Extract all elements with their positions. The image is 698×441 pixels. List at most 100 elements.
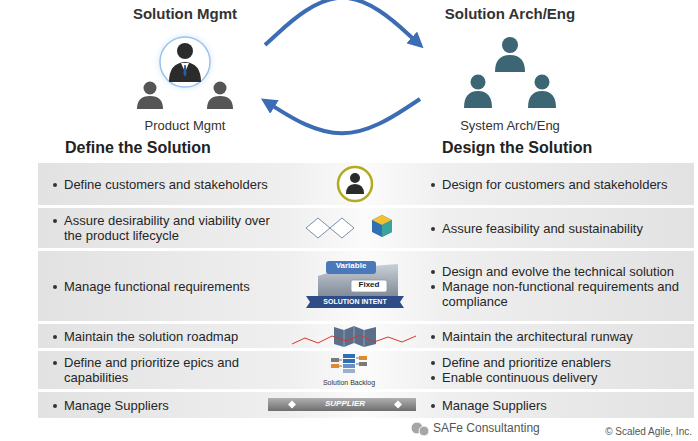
solution-intent-icon	[306, 261, 404, 308]
supplier-bar-part	[288, 401, 296, 409]
left-column: Define and prioritize epics and capabili…	[50, 351, 290, 389]
customer-icon-part	[338, 167, 372, 201]
architect-icon-part	[464, 91, 492, 108]
role-group: Solution Arch/EngSystem Arch/Eng	[423, 3, 597, 137]
role-title: Solution Arch/Eng	[445, 5, 575, 22]
watermark: SAFe Consultanting	[433, 422, 540, 435]
customer-icon	[338, 167, 372, 201]
icon-text: Fixed	[359, 281, 380, 290]
roadmap-icon-part	[344, 326, 364, 347]
right-column: Assure feasibility and sustainability	[428, 208, 690, 248]
design-thinking-icon-part	[382, 220, 392, 237]
column-heading: Design the Solution	[442, 139, 592, 157]
row-band-part	[38, 392, 694, 418]
bullet-text: Design and evolve the technical solution	[428, 264, 690, 279]
icon-text: Variable	[336, 262, 367, 271]
left-column: Manage Suppliers	[50, 392, 290, 418]
row-band-part	[38, 351, 694, 389]
bullet-text: Manage Suppliers	[50, 398, 290, 413]
left-column: Manage functional requirements	[50, 251, 290, 321]
left-column: Assure desirability and viability over t…	[50, 208, 290, 248]
row-band-part	[38, 251, 694, 321]
architect-icon-part	[535, 75, 550, 90]
icon-text: Solution Backlog	[323, 379, 375, 387]
solution-intent-icon-part	[351, 280, 387, 292]
activity-row: Assure desirability and viability over t…	[38, 208, 694, 248]
product-manager-icon-part	[177, 43, 193, 59]
product-manager-icon-part	[160, 37, 210, 87]
design-thinking-icon-part	[306, 218, 330, 238]
activity-row: Define customers and stakeholders Design …	[38, 163, 694, 205]
supplier-bar-part	[268, 398, 416, 411]
role-title: Solution Mgmt	[133, 5, 237, 22]
architect-icon-part	[502, 37, 518, 53]
architect-icon	[464, 37, 556, 108]
bullet-text: Maintain the solution roadmap	[50, 329, 290, 344]
backlog-icon	[331, 354, 367, 373]
backlog-icon-part	[339, 358, 359, 366]
product-manager-icon	[137, 29, 233, 109]
right-column: Design and evolve the technical solution…	[428, 251, 690, 321]
watermark-icon	[411, 422, 429, 436]
product-manager-icon-part	[152, 29, 218, 95]
customer-icon-part	[346, 184, 364, 194]
flow-arrow	[265, 0, 420, 45]
right-column: Maintain the architectural runway	[428, 324, 690, 348]
backlog-icon-part	[359, 356, 367, 360]
architect-icon-part	[495, 55, 525, 72]
icon-text: SOLUTION INTENT	[323, 298, 386, 306]
bullet-text: Design for customers and stakeholders	[428, 177, 690, 192]
row-band-part	[38, 324, 694, 348]
bullet-text: Define and prioritize enablers	[428, 355, 690, 370]
row-band-part	[38, 208, 694, 248]
roadmap-icon	[292, 326, 416, 347]
bullet-text: Maintain the architectural runway	[428, 329, 690, 344]
roadmap-icon-part	[292, 335, 416, 344]
copyright-note: © Scaled Agile, Inc.	[605, 426, 692, 437]
backlog-icon-part	[343, 359, 355, 363]
left-column: Maintain the solution roadmap	[50, 324, 290, 348]
activity-row: Maintain the solution roadmap Maintain th…	[38, 324, 694, 348]
flow-arrow	[265, 99, 420, 133]
product-manager-icon-part	[207, 96, 233, 109]
roadmap-icon-part	[334, 326, 376, 347]
icon-text: SUPPLIER	[325, 400, 365, 409]
row-band-part	[38, 163, 694, 205]
role-subtitle: Product Mgmt	[145, 118, 226, 133]
bullet-text: Manage Suppliers	[428, 398, 690, 413]
bullet-text: Assure desirability and viability over t…	[50, 213, 290, 243]
backlog-icon-part	[331, 364, 339, 368]
backlog-icon-part	[343, 369, 355, 373]
product-manager-icon-part	[184, 65, 187, 77]
activity-row: Manage Suppliers Manage Suppliers	[38, 392, 694, 418]
solution-intent-icon-part	[306, 296, 404, 308]
backlog-icon-part	[331, 358, 339, 362]
backlog-icon-part	[343, 364, 355, 368]
supplier-bar-part	[394, 401, 402, 409]
bullet-text: Define customers and stakeholders	[50, 177, 290, 192]
architect-icon-part	[528, 91, 556, 108]
bullet-text: Assure feasibility and sustainability	[428, 221, 690, 236]
architect-icon-part	[471, 75, 486, 90]
left-column: Define customers and stakeholders	[50, 163, 290, 205]
right-column: Define and prioritize enablersEnable con…	[428, 351, 690, 389]
design-thinking-icon	[306, 215, 392, 238]
right-column: Manage Suppliers	[428, 392, 690, 418]
product-manager-icon-part	[214, 82, 227, 95]
row-band	[38, 163, 694, 418]
product-manager-icon-part	[137, 96, 163, 109]
right-column: Design for customers and stakeholders	[428, 163, 690, 205]
supplier-bar	[268, 398, 416, 411]
design-thinking-icon-part	[372, 215, 392, 237]
design-thinking-icon-part	[330, 218, 354, 238]
customer-icon-part	[350, 173, 360, 183]
product-manager-icon-part	[169, 62, 201, 82]
backlog-icon-part	[343, 354, 355, 358]
bullet-text: Manage functional requirements	[50, 279, 290, 294]
role-group: Solution MgmtProduct Mgmt	[108, 3, 262, 137]
column-heading: Define the Solution	[65, 139, 211, 157]
backlog-icon-part	[359, 362, 367, 366]
bullet-text: Manage non-functional requirements and c…	[428, 279, 690, 309]
product-manager-icon-part	[144, 82, 157, 95]
watermark-icon-part	[419, 426, 429, 436]
